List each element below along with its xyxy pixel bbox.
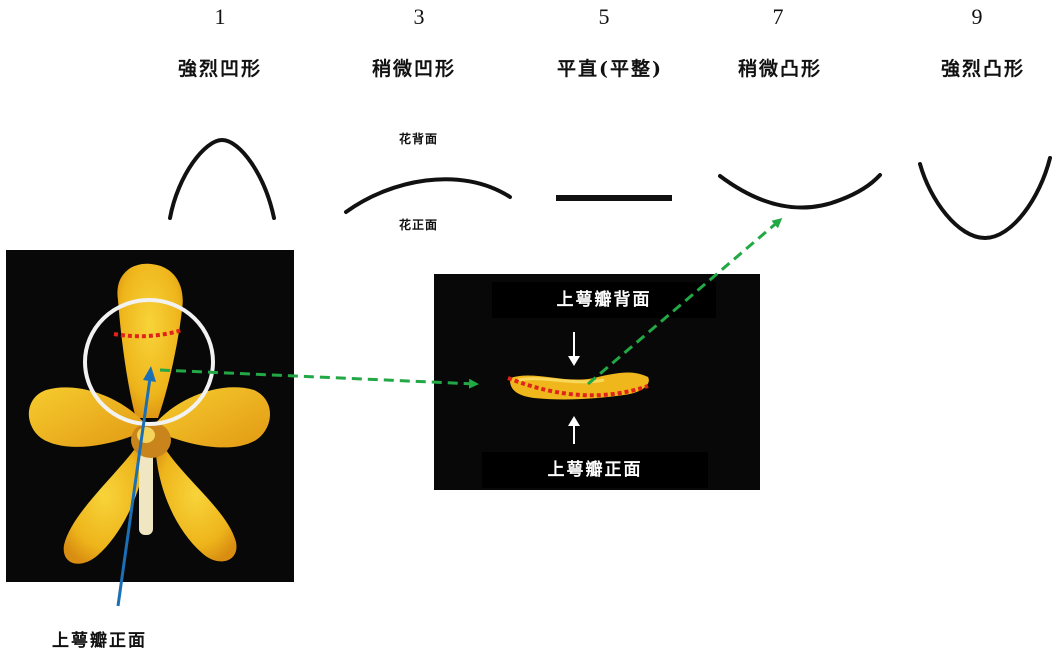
upper-sepal-front-label: 上萼瓣正面 [52,631,147,651]
sepal-cross-section-photo: 上萼瓣背面 上萼瓣正面 [434,274,760,490]
pointer-arrowhead [143,366,156,382]
curve-slight-concave [344,177,512,214]
scale-number-5: 5 [598,4,610,29]
pointer-line [116,377,152,607]
orchid-flower-photo [6,250,294,582]
arrow-flower-to-sepal [159,368,479,389]
scale-label-strong-concave: 強烈凹形 [177,58,262,80]
scale-number-7: 7 [772,4,784,29]
flower-back-label: 花背面 [399,132,439,146]
curve-strong-concave [168,137,276,220]
scale-number-3: 3 [413,4,425,29]
scale-label-slight-concave: 稍微凹形 [371,58,456,80]
scale-label-strong-convex: 強烈凸形 [940,58,1025,80]
scale-number-1: 1 [214,4,226,29]
sepal-front-label: 上萼瓣正面 [482,452,708,488]
flower-front-label: 花正面 [399,218,439,232]
scale-label-slight-convex: 稍微凸形 [737,58,822,80]
sepal-back-label: 上萼瓣背面 [492,282,716,318]
scale-label-flat: 平直(平整) [557,58,663,80]
scale-number-9: 9 [971,4,983,29]
arrow-sepal-to-curve [587,218,783,386]
curve-strong-convex [918,156,1052,241]
curve-slight-convex [718,173,882,210]
